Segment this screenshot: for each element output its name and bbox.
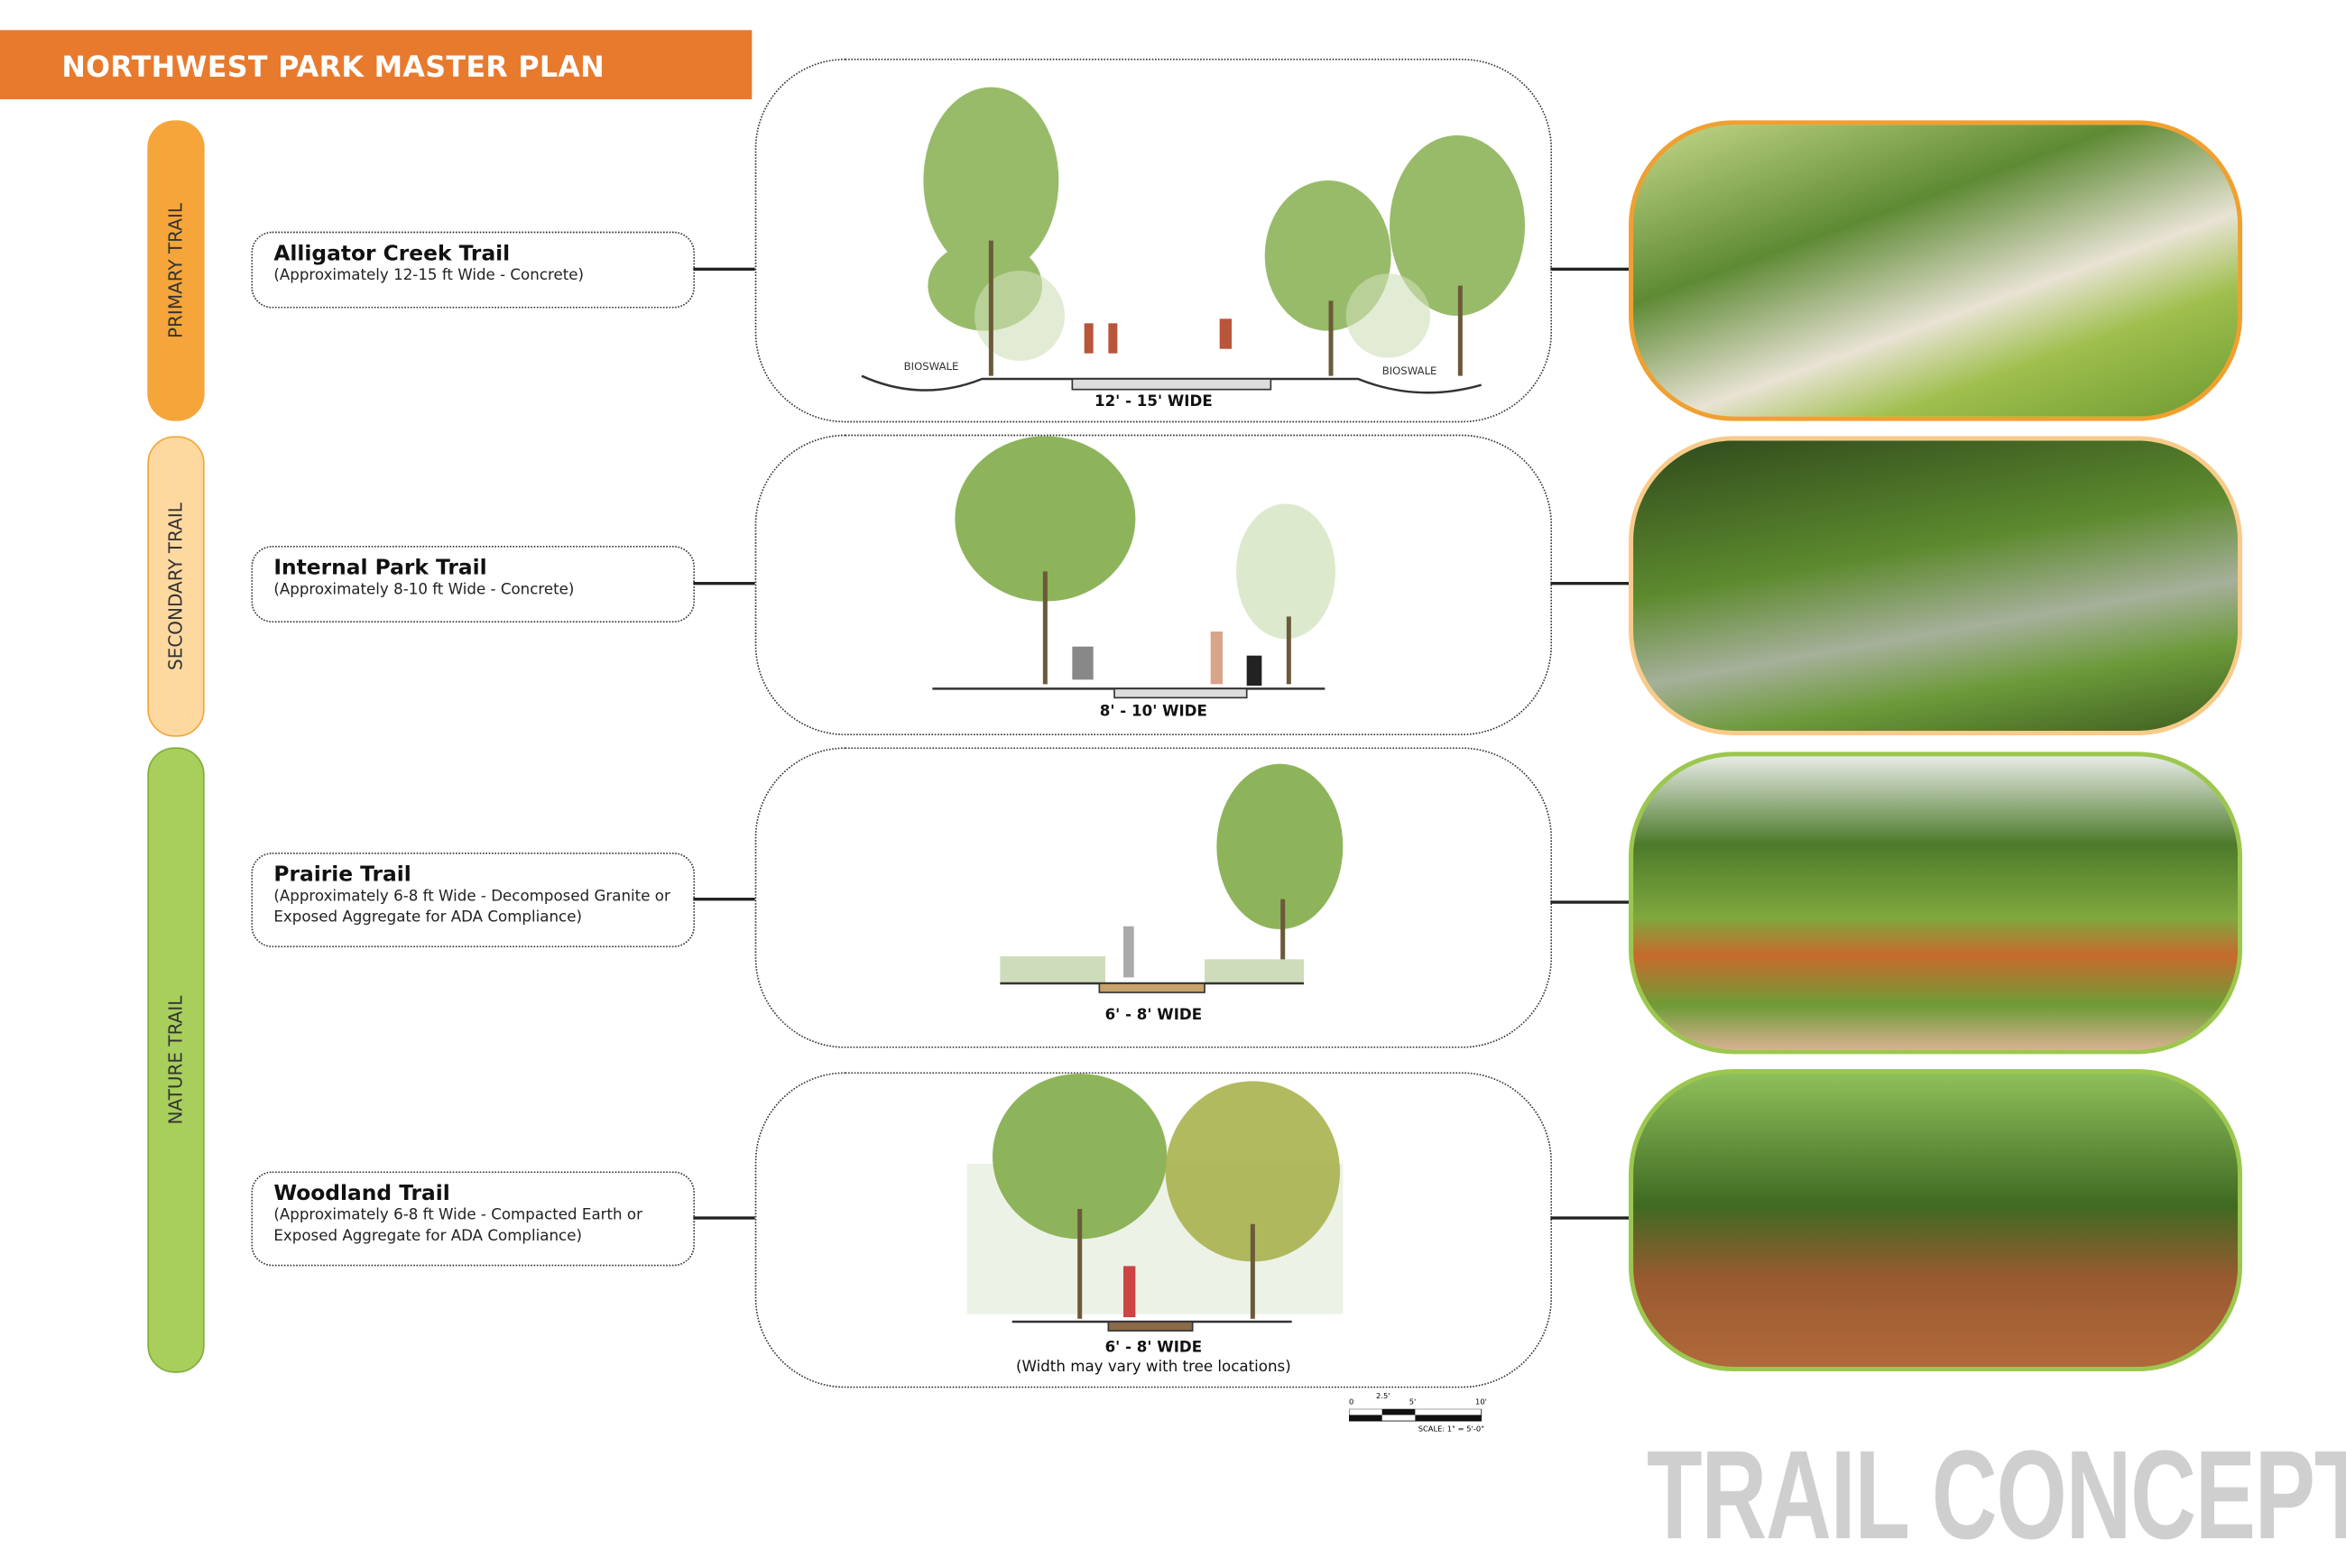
scale-bar: 0 2.5' 5' 10' SCALE: 1" = 5'-0" xyxy=(1349,1392,1500,1446)
header-banner: NORTHWEST PARK MASTER PLAN xyxy=(0,30,753,100)
page-title: TRAIL CONCEPTS xyxy=(1647,1424,2346,1566)
bioswale-label-left: BIOSWALE xyxy=(904,360,959,373)
photo-prairie-trail xyxy=(1629,752,2243,1055)
section-woodland: 6' - 8' WIDE (Width may vary with tree l… xyxy=(754,1072,1553,1388)
scale-tick: 10' xyxy=(1475,1398,1487,1408)
section-prairie: 6' - 8' WIDE xyxy=(754,747,1553,1048)
trail-label-internal-park: Internal Park Trail(Approximately 8-10 f… xyxy=(251,546,696,623)
photo-woodland-trail xyxy=(1629,1069,2243,1372)
scale-tick: 5' xyxy=(1409,1398,1417,1408)
connector xyxy=(1550,1216,1630,1219)
trail-desc: (Approximately 6-8 ft Wide - Decomposed … xyxy=(273,889,670,927)
width-note: (Width may vary with tree locations) xyxy=(1015,1359,1291,1377)
section-alligator-creek: BIOSWALE BIOSWALE 12' - 15' WIDE xyxy=(754,59,1553,423)
scale-tick: 2.5' xyxy=(1376,1392,1390,1402)
trail-label-woodland: Woodland Trail(Approximately 6-8 ft Wide… xyxy=(251,1171,696,1267)
width-label: 12' - 15' WIDE xyxy=(1094,393,1213,411)
cross-section-drawing xyxy=(1000,763,1344,993)
bioswale-label-right: BIOSWALE xyxy=(1382,364,1437,377)
trail-name: Prairie Trail xyxy=(273,862,411,888)
photo-alligator-creek-trail xyxy=(1629,120,2243,421)
trail-desc: (Approximately 12-15 ft Wide - Concrete) xyxy=(273,267,585,285)
connector xyxy=(693,267,755,271)
scale-caption: SCALE: 1" = 5'-0" xyxy=(1418,1425,1485,1435)
cross-section-drawing xyxy=(966,1074,1344,1332)
connector xyxy=(693,582,755,585)
category-label: SECONDARY TRAIL xyxy=(165,503,187,670)
section-internal-park: 8' - 10' WIDE xyxy=(754,434,1553,736)
trail-name: Internal Park Trail xyxy=(273,556,487,581)
trail-name: Woodland Trail xyxy=(273,1182,450,1206)
trail-desc: (Approximately 8-10 ft Wide - Concrete) xyxy=(273,582,575,599)
category-nature-trail: NATURE TRAIL xyxy=(147,747,205,1373)
connector xyxy=(1550,582,1630,585)
width-label: 8' - 10' WIDE xyxy=(1099,704,1207,721)
connector xyxy=(693,898,755,900)
trail-label-prairie: Prairie Trail(Approximately 6-8 ft Wide … xyxy=(251,853,696,948)
category-secondary-trail: SECONDARY TRAIL xyxy=(147,436,205,737)
category-label: NATURE TRAIL xyxy=(165,995,187,1125)
trail-label-alligator-creek: Alligator Creek Trail(Approximately 12-1… xyxy=(251,231,696,309)
scale-bar-graphic xyxy=(1349,1408,1482,1422)
trail-desc: (Approximately 6-8 ft Wide - Compacted E… xyxy=(273,1207,642,1246)
cross-section-drawing xyxy=(932,436,1336,699)
connector xyxy=(693,1216,755,1219)
width-label: 6' - 8' WIDE xyxy=(1104,1340,1203,1357)
photo-internal-park-trail xyxy=(1629,436,2243,736)
cross-section-drawing: BIOSWALE BIOSWALE xyxy=(861,87,1526,394)
scale-tick: 0 xyxy=(1349,1398,1354,1408)
connector xyxy=(1550,900,1630,903)
width-label: 6' - 8' WIDE xyxy=(1104,1007,1203,1025)
category-label: PRIMARY TRAIL xyxy=(165,202,187,339)
connector xyxy=(1550,267,1630,271)
trail-name: Alligator Creek Trail xyxy=(273,242,511,267)
category-primary-trail: PRIMARY TRAIL xyxy=(147,120,205,421)
